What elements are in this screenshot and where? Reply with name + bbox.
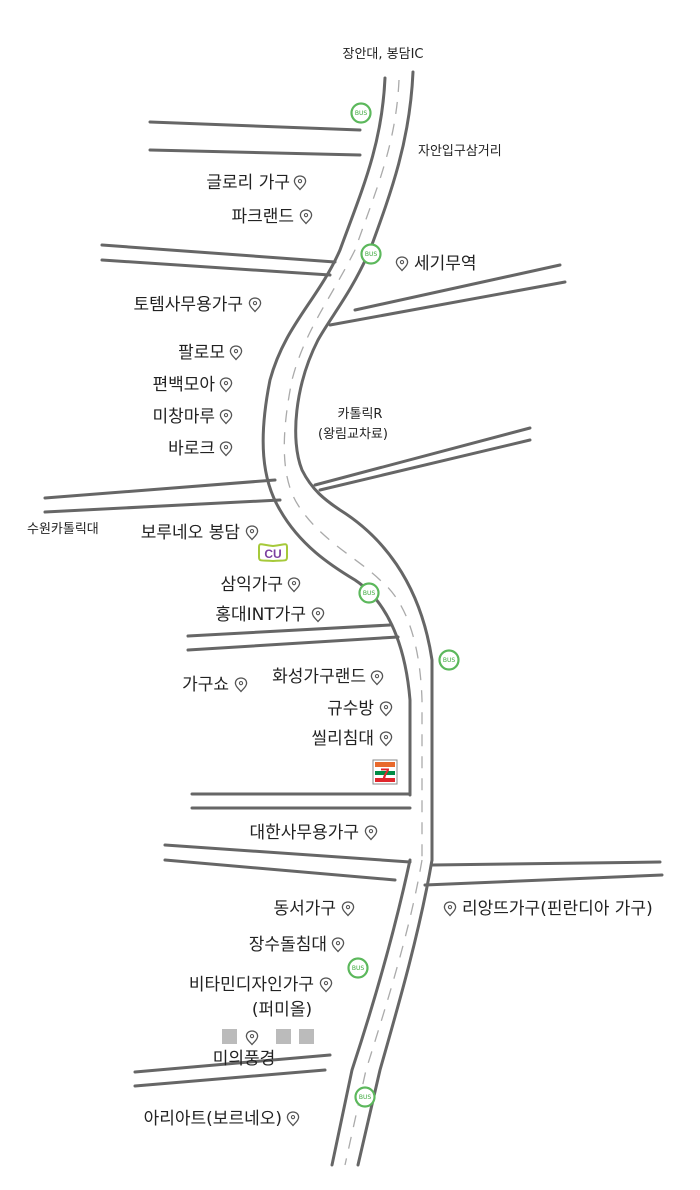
bus-stop-icon: [347, 957, 369, 979]
store-label: 글로리 가구: [206, 173, 290, 193]
store-label: 대한사무용가구: [250, 823, 359, 843]
store-label: 세기무역: [414, 254, 477, 274]
gray-block: [299, 1029, 314, 1044]
store-label: 아리아트(보르네오): [144, 1109, 282, 1129]
bus-stop-icon: [358, 582, 380, 604]
store-labels: 글로리 가구 파크랜드 세기무역 토템사무용가구 팔로모 편백모아 미창마루 바…: [134, 173, 653, 1129]
store-label: 동서가구: [273, 899, 336, 919]
store-label: 규수방: [327, 699, 374, 719]
store-label: 가구쇼: [182, 675, 229, 695]
bus-stop-icon: [354, 1086, 376, 1108]
location-pin-icon: [286, 1111, 300, 1127]
store-label: 미창마루: [152, 407, 215, 427]
location-pin-icon: [248, 297, 262, 313]
place-catholic-r: 카톨릭R: [338, 407, 383, 422]
bus-stop-icon: [360, 243, 382, 265]
seven-eleven-logo-text: 7: [380, 765, 389, 784]
location-pin-icon: [219, 377, 233, 393]
store-label: 삼익가구: [220, 575, 283, 595]
gray-block: [222, 1029, 237, 1044]
store-label: 보루네오 봉담: [141, 523, 241, 543]
place-catholic-r-sub: (왕림교차료): [318, 427, 388, 442]
street-w2-bottom: [100, 258, 332, 277]
street-e2-bottom: [318, 438, 532, 492]
bus-stop-icon: [438, 649, 460, 671]
roads: [43, 70, 664, 1167]
location-pin-icon: [331, 937, 345, 953]
location-pin-icon: [379, 731, 393, 747]
place-university: 수원카톨릭대: [27, 522, 99, 537]
store-label: 토템사무용가구: [134, 295, 243, 315]
store-label: 팔로모: [178, 343, 225, 363]
store-label: 장수돌침대: [249, 935, 327, 955]
street-w3-bottom: [43, 498, 282, 514]
location-pin-icon: [234, 677, 248, 693]
store-label: 편백모아: [152, 375, 215, 395]
location-pin-icon: [219, 409, 233, 425]
location-pin-icon: [443, 901, 457, 917]
street-w1-bottom: [148, 148, 362, 157]
store-label: 씰리침대: [311, 729, 374, 749]
store-label: 화성가구랜드: [272, 667, 366, 687]
seven-eleven-logo: 7: [372, 759, 398, 785]
place-junction: 자안입구삼거리: [418, 144, 502, 159]
street-e2-top: [313, 426, 532, 487]
location-pin-icon: [293, 175, 307, 191]
street-e3-bottom: [423, 873, 664, 887]
location-pin-icon: [395, 256, 409, 272]
store-label: 비타민디자인가구: [189, 975, 314, 995]
location-pin-icon: [219, 441, 233, 457]
street-e1-top: [353, 263, 562, 312]
gray-block-row: [222, 1029, 314, 1046]
place-labels: 장안대, 봉담IC 자안입구삼거리 카톨릭R (왕림교차료) 수원카톨릭대: [27, 47, 502, 537]
south-road-left-edge: [330, 858, 412, 1167]
location-pin-icon: [379, 701, 393, 717]
road-center-lines: [283, 79, 423, 1166]
street-w2-top: [100, 243, 337, 264]
bus-stop-icon: [350, 102, 372, 124]
location-pin-icon: [319, 977, 333, 993]
location-pin-icon: [287, 577, 301, 593]
location-pin-icon: [245, 525, 259, 541]
place-top-ic: 장안대, 봉담IC: [343, 47, 424, 62]
location-pin-icon: [364, 825, 378, 841]
store-label: 파크랜드: [231, 207, 294, 227]
cu-logo: CU: [258, 543, 288, 563]
street-e1-bottom: [328, 280, 567, 327]
street-w4-top: [186, 623, 392, 638]
street-w7-top: [133, 1053, 332, 1074]
store-label: 리앙뜨가구(핀란디아 가구): [462, 899, 653, 919]
location-pin-icon: [341, 901, 355, 917]
street-w1-top: [148, 120, 362, 132]
location-pin-icon: [229, 345, 243, 361]
location-pin-icon: [299, 209, 313, 225]
store-label: (퍼미올): [252, 1000, 312, 1020]
cu-logo-text: CU: [264, 547, 281, 561]
street-w3-top: [43, 478, 277, 500]
location-pin-icon: [311, 607, 325, 623]
store-label: 미의풍경: [213, 1049, 276, 1069]
gray-block: [276, 1029, 291, 1044]
south-road-right-edge: [356, 858, 434, 1167]
store-label: 바로크: [168, 439, 215, 459]
street-w6-bottom: [163, 858, 397, 882]
street-e3-top: [430, 860, 662, 867]
store-label: 홍대INT가구: [215, 605, 306, 625]
street-w7-bottom: [133, 1068, 327, 1088]
street-w4-bottom: [186, 635, 400, 652]
location-pin-icon: [245, 1030, 259, 1046]
street-w6-top: [163, 843, 412, 864]
main-road-right-edge: [294, 70, 434, 862]
location-pin-icon: [370, 670, 384, 686]
